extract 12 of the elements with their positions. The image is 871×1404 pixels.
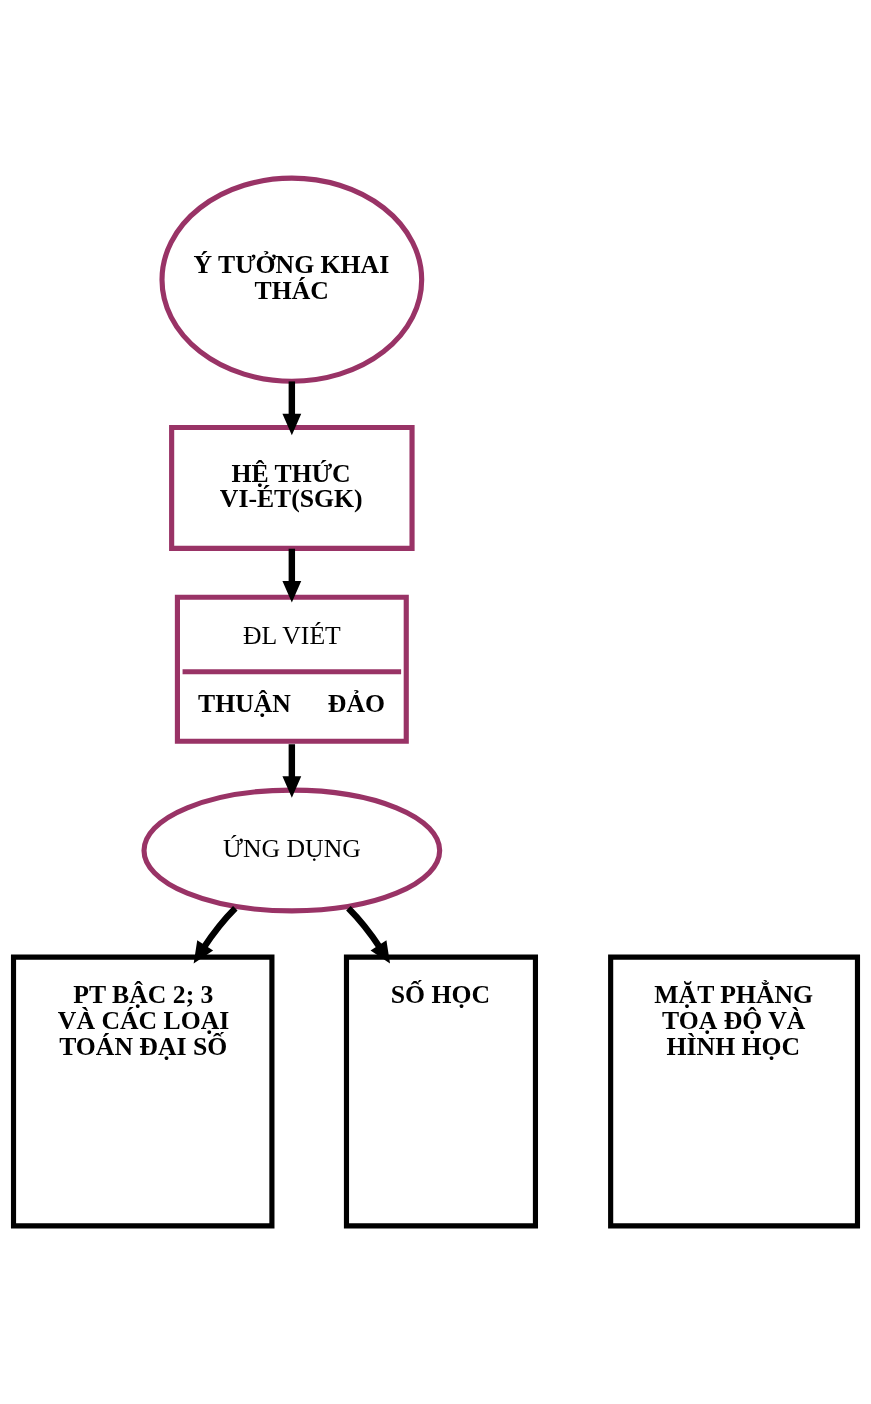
arrow — [346, 906, 391, 964]
arrow — [282, 381, 302, 436]
arrow — [282, 548, 302, 603]
node-box: ĐL VIÉT THUẬN ĐẢO — [174, 594, 409, 744]
node-box: SỐ HỌC — [343, 954, 539, 1229]
node-ellipse: Ý TƯỞNG KHAI THÁC — [159, 175, 425, 384]
node-box: HỆ THỨC VI-ÉT(SGK) — [169, 424, 415, 551]
node-box: MẶT PHẲNG TOẠ ĐỘ VÀ HÌNH HỌC — [608, 954, 861, 1229]
arrow — [282, 744, 302, 798]
node-box: PT BẬC 2; 3 VÀ CÁC LOẠI TOÁN ĐẠI SỐ — [10, 954, 275, 1229]
arrow — [193, 906, 238, 964]
node-ellipse: ỨNG DỤNG — [141, 787, 443, 914]
